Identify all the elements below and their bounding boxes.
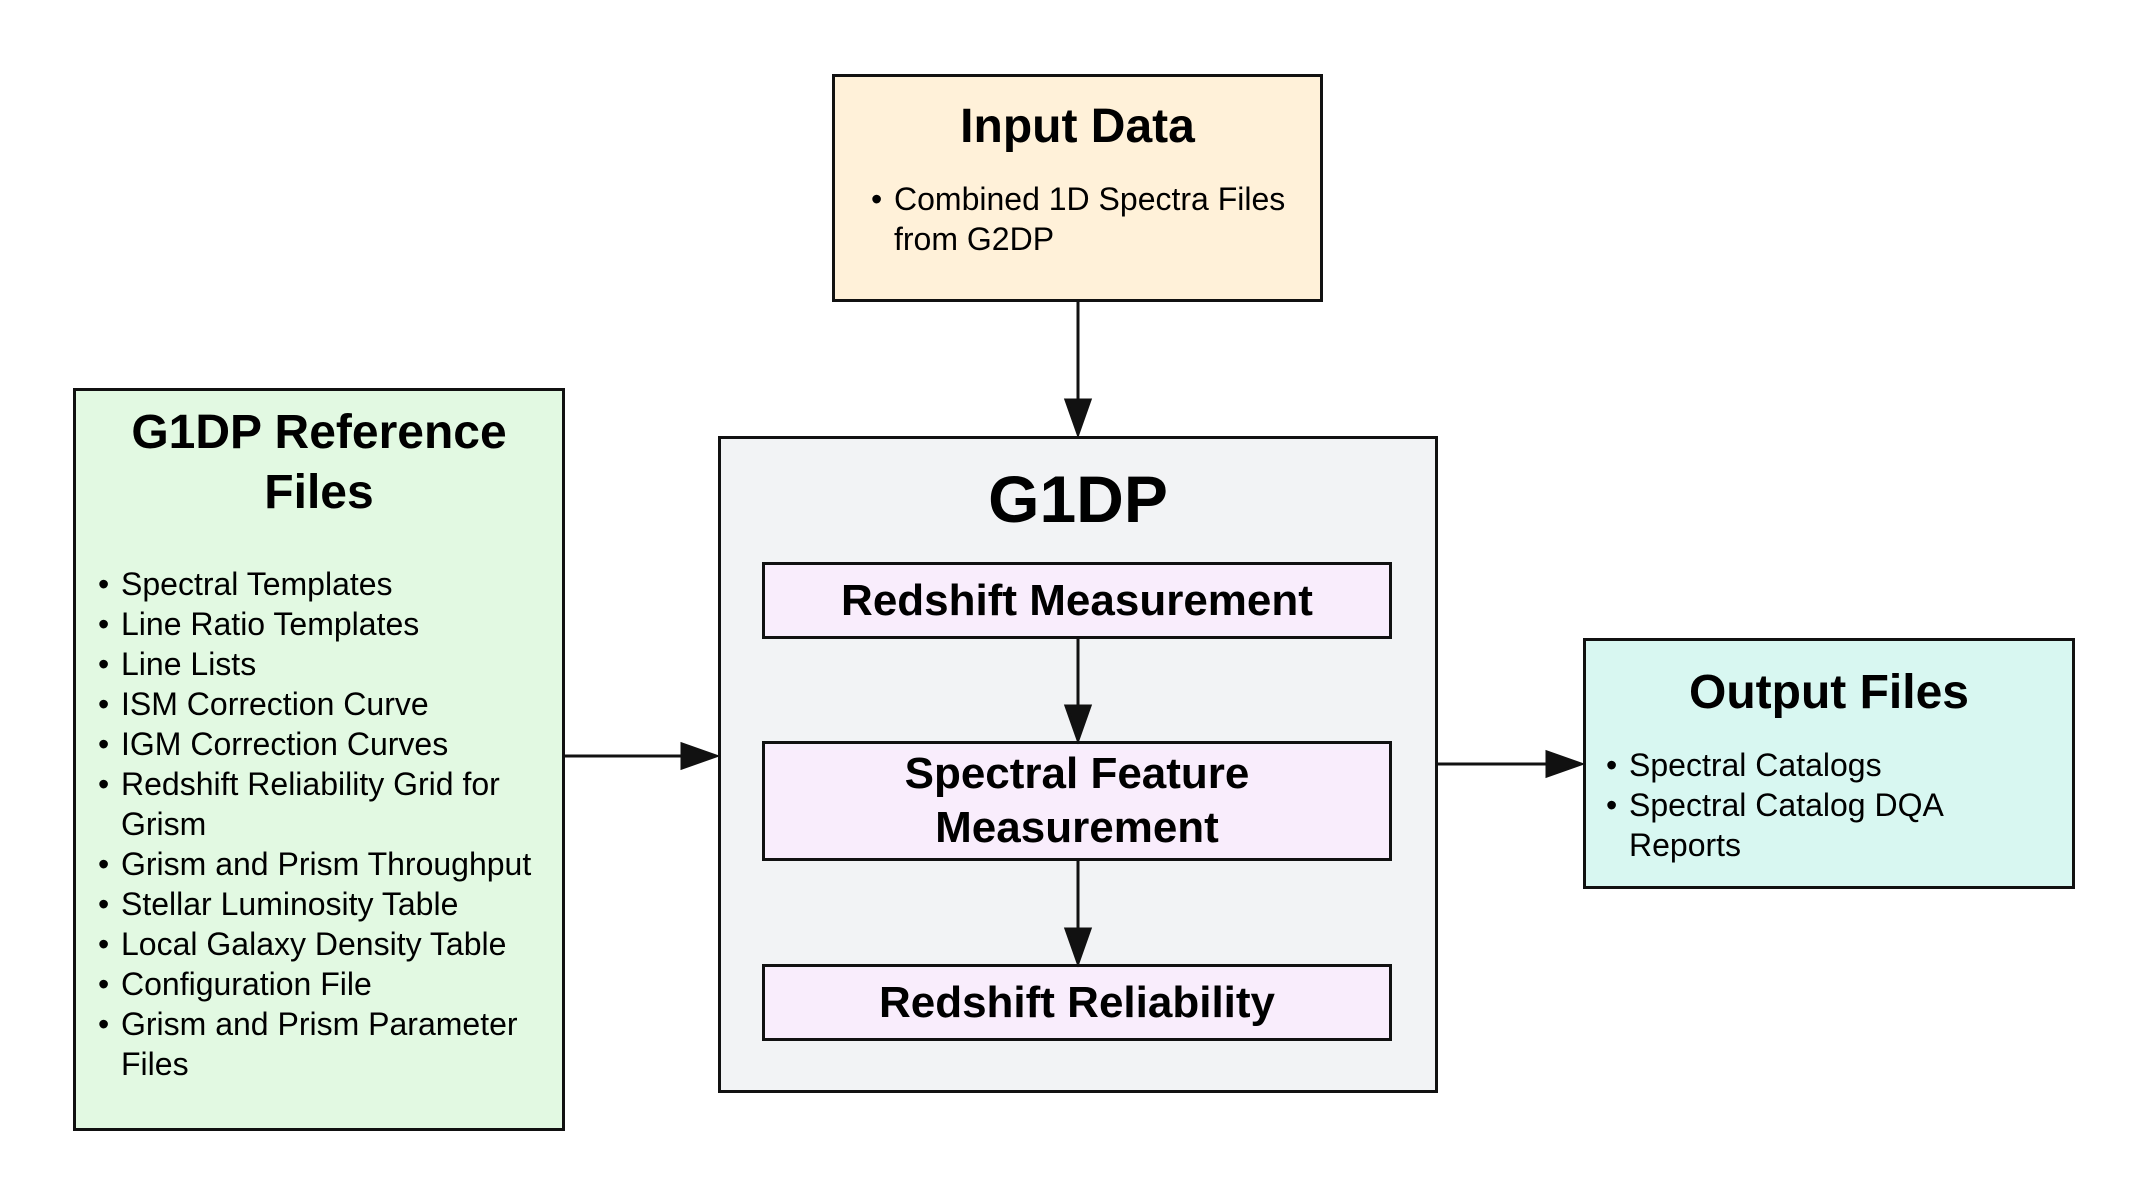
output-files-list: Spectral Catalogs Spectral Catalog DQA R… xyxy=(1606,745,2046,865)
g1dp-title: G1DP xyxy=(988,462,1168,536)
output-files-title: Output Files xyxy=(1689,666,1969,719)
input-data-box: Input Data Combined 1D Spectra Files fro… xyxy=(832,74,1323,302)
list-item: Redshift Reliability Grid for Grism xyxy=(98,764,548,844)
arrow-redshift-to-feature xyxy=(1063,639,1093,745)
redshift-reliability-step: Redshift Reliability xyxy=(762,964,1392,1041)
list-item: Line Lists xyxy=(98,644,548,684)
list-item: Local Galaxy Density Table xyxy=(98,924,548,964)
input-data-list: Combined 1D Spectra Files from G2DP xyxy=(871,179,1291,259)
list-item: Stellar Luminosity Table xyxy=(98,884,548,924)
list-item: Grism and Prism Parameter Files xyxy=(98,1004,548,1084)
list-item: IGM Correction Curves xyxy=(98,724,548,764)
reference-files-title: G1DP Reference Files xyxy=(76,403,562,523)
output-files-box: Output Files Spectral Catalogs Spectral … xyxy=(1583,638,2075,889)
arrow-reference-to-g1dp xyxy=(565,741,721,771)
reference-files-title-line1: G1DP Reference xyxy=(131,406,507,459)
list-item: Grism and Prism Throughput xyxy=(98,844,548,884)
reference-files-box: G1DP Reference Files Spectral Templates … xyxy=(73,388,565,1131)
reference-files-title-line2: Files xyxy=(264,466,374,519)
spectral-feature-measurement-step: Spectral Feature Measurement xyxy=(762,741,1392,861)
reference-files-list: Spectral Templates Line Ratio Templates … xyxy=(98,564,548,1084)
list-item: Spectral Catalogs xyxy=(1606,745,2046,785)
list-item: Line Ratio Templates xyxy=(98,604,548,644)
arrow-input-to-g1dp xyxy=(1063,302,1093,439)
arrow-feature-to-reliability xyxy=(1063,861,1093,968)
list-item: Combined 1D Spectra Files from G2DP xyxy=(871,179,1291,259)
list-item: Spectral Catalog DQA Reports xyxy=(1606,785,2046,865)
list-item: Configuration File xyxy=(98,964,548,1004)
list-item: Spectral Templates xyxy=(98,564,548,604)
list-item: ISM Correction Curve xyxy=(98,684,548,724)
arrow-g1dp-to-output xyxy=(1438,749,1586,779)
input-data-title: Input Data xyxy=(960,100,1195,153)
redshift-measurement-step: Redshift Measurement xyxy=(762,562,1392,639)
